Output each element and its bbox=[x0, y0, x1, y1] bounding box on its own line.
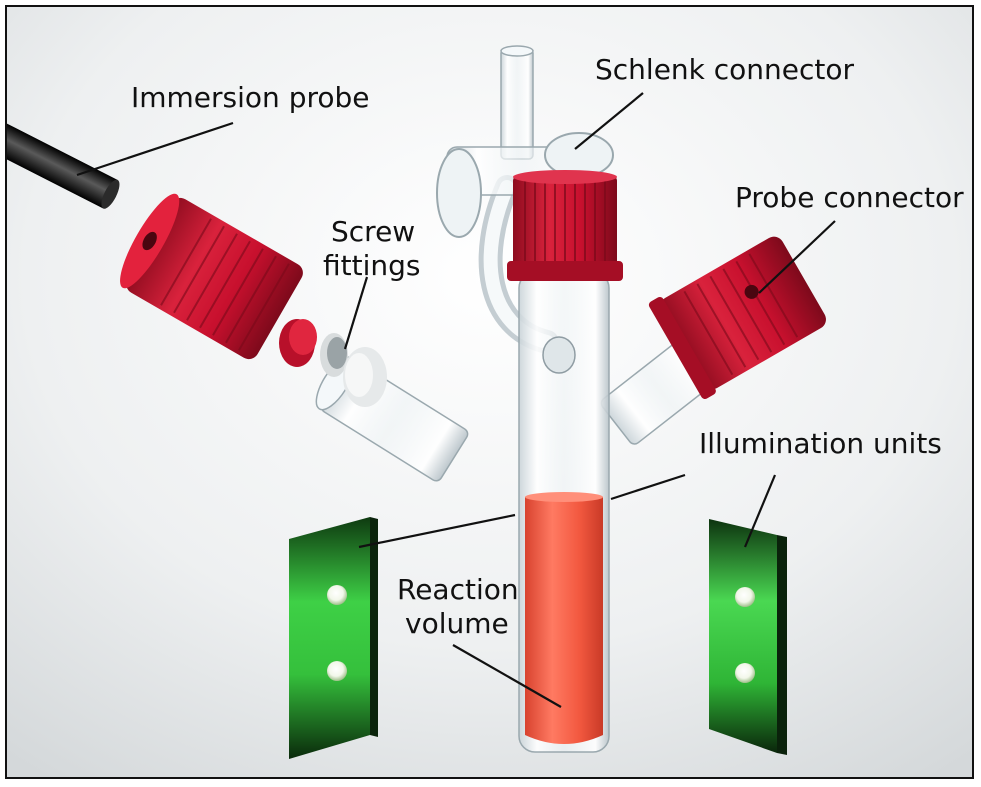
label-screw-fittings-line1: Screw bbox=[331, 215, 415, 248]
led-icon bbox=[327, 661, 347, 681]
label-probe-connector: Probe connector bbox=[735, 181, 964, 214]
leader-illumination-center bbox=[610, 473, 686, 501]
label-illumination-units: Illumination units bbox=[699, 427, 942, 460]
probe-connector bbox=[648, 236, 826, 400]
schlenk-connector bbox=[436, 148, 482, 238]
label-screw-fittings-line2: fittings bbox=[323, 249, 420, 282]
screw-fittings bbox=[279, 319, 387, 407]
reactor-illustration: Immersion probe Schlenk connector Probe … bbox=[5, 5, 974, 779]
leader-illumination-right bbox=[743, 474, 777, 548]
leader-illumination-left bbox=[358, 513, 516, 549]
illumination-unit-left bbox=[289, 517, 378, 759]
illumination-unit-right bbox=[709, 519, 787, 755]
top-cap bbox=[507, 170, 623, 281]
leader-screw-fittings bbox=[343, 276, 369, 350]
led-icon bbox=[735, 587, 755, 607]
label-schlenk-connector: Schlenk connector bbox=[595, 53, 855, 86]
immersion-probe bbox=[7, 116, 303, 360]
leader-schlenk-connector bbox=[574, 92, 644, 150]
label-reaction-volume-line2: volume bbox=[405, 607, 509, 640]
leader-reaction-volume bbox=[452, 644, 562, 708]
leader-immersion-probe bbox=[76, 121, 234, 177]
led-icon bbox=[735, 663, 755, 683]
label-reaction-volume-line1: Reaction bbox=[397, 573, 519, 606]
label-immersion-probe: Immersion probe bbox=[131, 81, 370, 114]
led-icon bbox=[327, 585, 347, 605]
reaction-liquid bbox=[525, 497, 603, 744]
leader-probe-connector bbox=[758, 220, 836, 294]
